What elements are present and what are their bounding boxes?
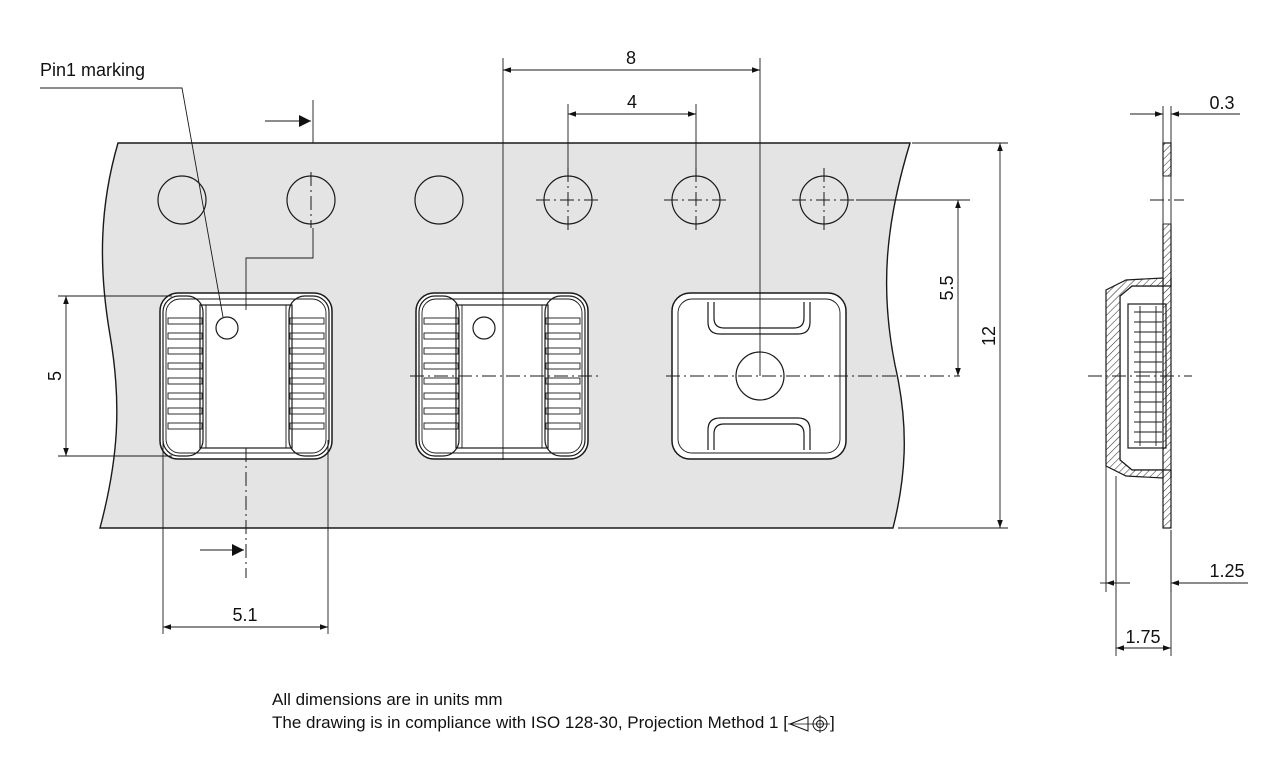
dim-12-label: 12 xyxy=(979,326,999,346)
dim-12 xyxy=(898,142,1008,529)
projection-method-symbol xyxy=(787,714,830,733)
pin1-leader xyxy=(40,87,224,318)
side-view xyxy=(1088,142,1192,529)
hole-centerlines xyxy=(310,168,856,232)
dim-1-25-label: 1.25 xyxy=(1209,561,1244,581)
dim-5-label: 5 xyxy=(45,371,65,381)
dim-5-5-label: 5.5 xyxy=(937,275,957,300)
dim-0-3 xyxy=(1130,106,1240,143)
compliance-text: The drawing is in compliance with ISO 12… xyxy=(272,713,788,732)
dim-5-1-label: 5.1 xyxy=(232,605,257,625)
pin1-label: Pin1 marking xyxy=(40,60,145,80)
dim-1-75 xyxy=(1115,476,1172,656)
dim-0-3-label: 0.3 xyxy=(1209,93,1234,113)
dim-5-1 xyxy=(162,440,329,634)
pocket-1 xyxy=(159,292,333,460)
dim-8-label: 8 xyxy=(626,48,636,68)
dim-5-5 xyxy=(856,199,970,376)
compliance-note: The drawing is in compliance with ISO 12… xyxy=(272,713,835,733)
pin1-dot xyxy=(215,316,239,340)
dim-4 xyxy=(567,104,697,170)
compliance-bracket: ] xyxy=(829,713,835,732)
dim-1-75-label: 1.75 xyxy=(1125,627,1160,647)
dim-4-label: 4 xyxy=(627,92,637,112)
dim-5 xyxy=(58,295,172,457)
dim-8 xyxy=(502,58,761,460)
units-note: All dimensions are in units mm xyxy=(272,690,503,709)
offset-indicator xyxy=(200,100,314,578)
